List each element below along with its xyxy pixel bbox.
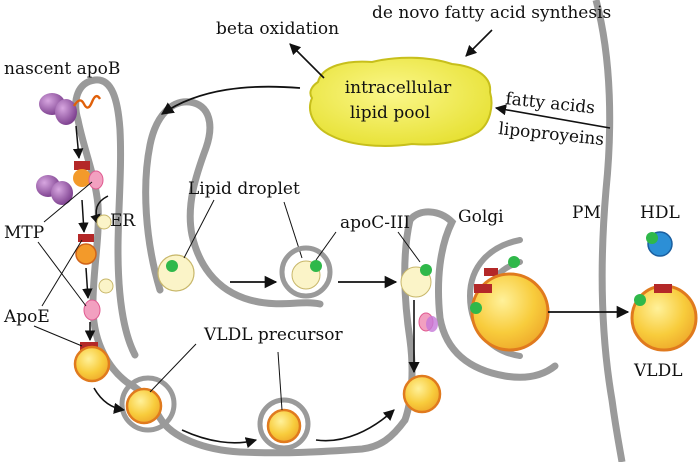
- er-loop: [142, 98, 324, 308]
- lipid-droplet-leader-line: [183, 199, 215, 259]
- apoc3-leader-line: [397, 231, 421, 263]
- vldl-label: VLDL: [633, 361, 683, 381]
- apoe-label: ApoE: [3, 307, 50, 327]
- vldl-precursor-particle: [402, 374, 442, 414]
- apoc3-protein: [310, 260, 322, 272]
- vldl-precursor-label: VLDL precursor: [203, 325, 344, 345]
- apob-step-arrow: [78, 199, 89, 234]
- apob-marker: [484, 268, 498, 276]
- apoc3-protein: [166, 260, 178, 272]
- pool-to-er-arrow: [160, 85, 301, 115]
- vldl-flow-arrow: [93, 387, 126, 414]
- transport-vesicle: [257, 397, 311, 451]
- apob-marker: [654, 284, 672, 293]
- pm-label: PM: [572, 203, 601, 223]
- small-lipid-droplet: [96, 214, 112, 230]
- mtp-label: MTP: [4, 223, 44, 243]
- beta-oxidation-label: beta oxidation: [216, 19, 339, 39]
- mtp-protein: [83, 299, 101, 321]
- apoc3-protein: [508, 256, 520, 268]
- vldl-flow-arrow: [315, 409, 395, 442]
- mtp-leader-line: [37, 241, 87, 307]
- vldl-precursor-particle: [266, 408, 302, 444]
- apob-particle: [75, 243, 97, 265]
- lipid-pool-label-line2: lipid pool: [350, 103, 430, 123]
- apoc3-protein: [420, 264, 432, 276]
- apoe-leader-line: [33, 325, 83, 347]
- apoc3-protein: [634, 294, 646, 306]
- apob-marker: [474, 284, 492, 293]
- er-label: ER: [110, 211, 136, 231]
- beta-oxidation-arrow: [289, 43, 325, 79]
- apoc3-protein: [470, 302, 482, 314]
- vldl-precursor-particle: [73, 345, 111, 383]
- apoe-leader-line: [41, 239, 83, 307]
- lipid-droplet: [157, 254, 195, 292]
- ribosome-nascent-apob: [39, 93, 102, 125]
- lipid-droplet-label: Lipid droplet: [188, 179, 300, 199]
- apob-translocation-arrow: [72, 125, 84, 160]
- fatty-acids-label: fatty acids: [504, 89, 595, 118]
- transport-vesicle: [279, 245, 333, 299]
- small-lipid-droplet: [98, 278, 114, 294]
- mtp-protein: [426, 316, 438, 332]
- vldl-flow-arrow: [181, 429, 258, 449]
- er-membrane: [72, 76, 409, 457]
- plasma-membrane: [592, 0, 626, 462]
- de-novo-arrow: [465, 29, 493, 57]
- vldl-precursor-leader-line: [277, 351, 283, 411]
- golgi-outer-cisterna: [406, 208, 559, 381]
- vldl-precursor-particle: [125, 387, 163, 425]
- mtp-leader-line: [43, 181, 93, 223]
- apoc3-leader-line: [315, 231, 337, 261]
- apoc3-label: apoC-III: [340, 213, 410, 233]
- nascent-apob-label: nascent apoB: [4, 59, 120, 79]
- vldl-precursor-leader-line: [149, 343, 197, 393]
- ribosome-apob-mtp-complex: [36, 161, 104, 205]
- hdl-label: HDL: [640, 203, 680, 223]
- lipid-pool-label-line1: intracellular: [345, 78, 452, 98]
- golgi-label: Golgi: [458, 207, 504, 227]
- de-novo-synthesis-label: de novo fatty acid synthesis: [372, 3, 611, 23]
- fatty-acids-uptake-arrow: [494, 104, 611, 129]
- intracellular-lipid-pool: [309, 56, 493, 147]
- apoc3-protein: [646, 232, 658, 244]
- apob-step-arrow: [82, 267, 93, 300]
- apob-marker: [78, 234, 94, 242]
